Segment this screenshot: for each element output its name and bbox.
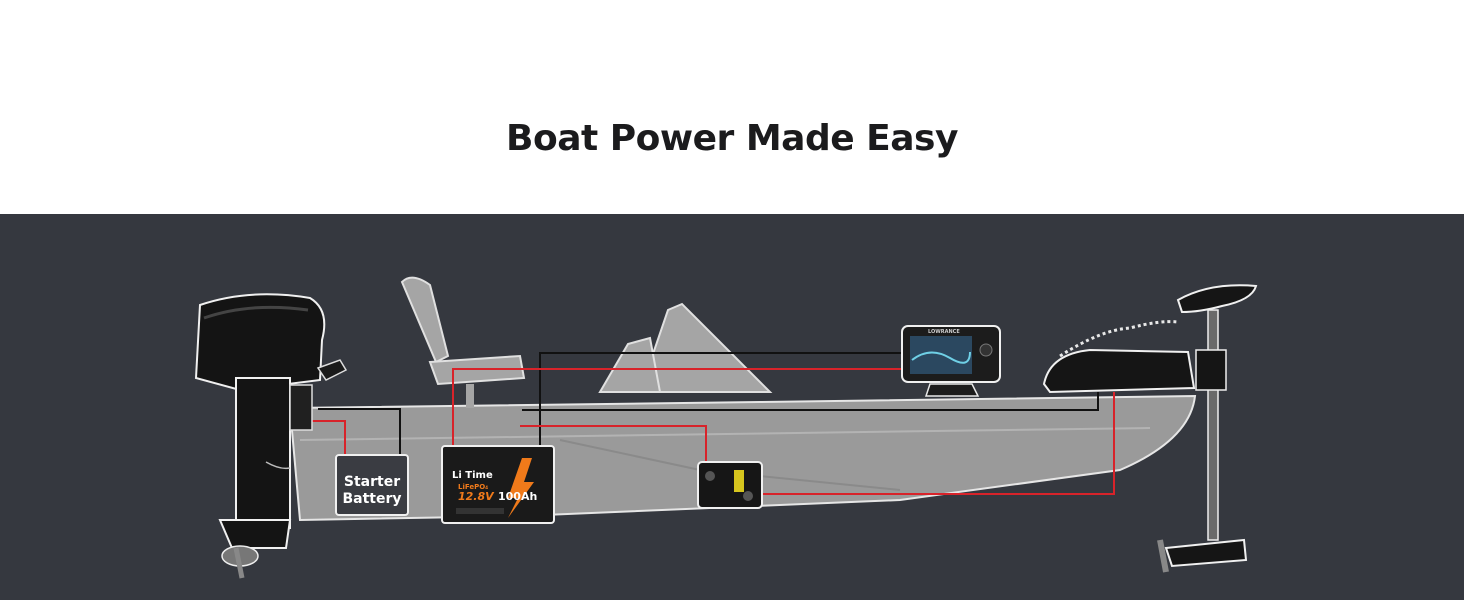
starter-positive-wire [312,420,346,455]
page-title: Boat Power Made Easy [506,118,958,159]
fishfinder-positive-wire [452,368,904,450]
starter-battery: Starter Battery [335,454,409,516]
trolling-positive-wire [762,392,1115,495]
starter-battery-label-line2: Battery [342,491,401,507]
breaker-input-wire [520,425,707,464]
outboard-motor-icon [194,293,348,579]
fish-finder-icon: LOWRANCE [901,325,1001,397]
fishfinder-negative-wire [539,352,904,450]
wiring [312,352,1115,495]
trolling-negative-wire [522,392,1099,411]
battery-brand: Li Time [452,470,493,481]
battery-voltage: 12.8V [458,490,495,503]
lithium-battery: Li Time LiFePO₄ 12.8V 100Ah [441,445,555,524]
trolling-motor-icon [1042,284,1258,573]
circuit-breaker-icon [697,461,763,509]
fish-finder-brand: LOWRANCE [928,329,960,335]
boat-console [598,302,773,393]
starter-negative-wire [318,408,401,455]
lightning-bolt-icon [508,458,534,518]
battery-chemistry: LiFePO₄ [458,483,488,491]
boat-seat [400,276,526,408]
battery-capacity: 100Ah [498,490,537,503]
starter-battery-label-line1: Starter [344,474,400,490]
